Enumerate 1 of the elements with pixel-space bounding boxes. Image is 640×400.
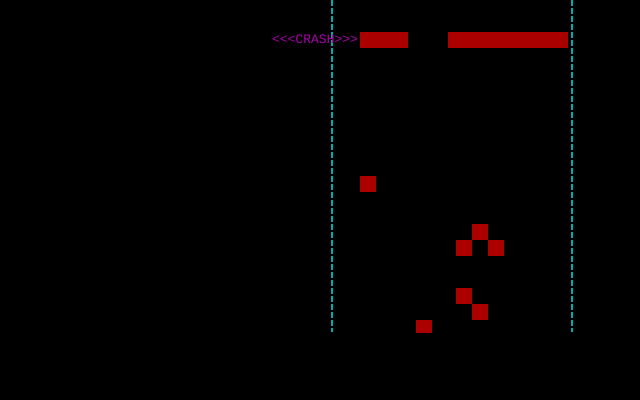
crash-message: <<<CRASH>>> [272,31,358,48]
